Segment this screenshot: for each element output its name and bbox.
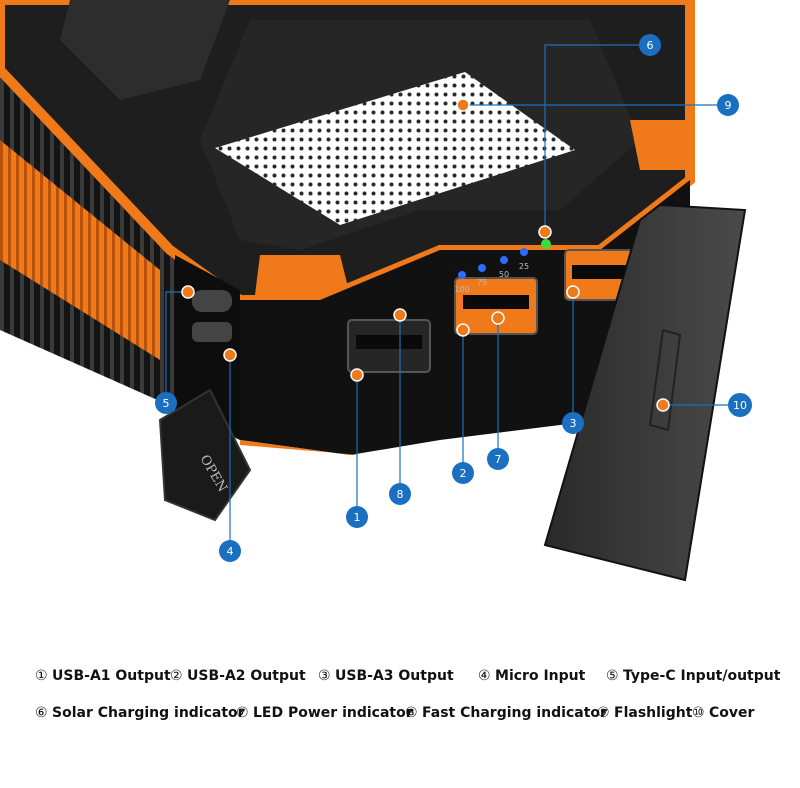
legend-item-2: ② USB-A2 Output [170, 668, 306, 684]
hotspot-6 [538, 225, 552, 239]
led-25 [520, 248, 528, 256]
port-flap: OPEN [158, 388, 252, 522]
legend-item-8: ⑧ Fast Charging indicator [405, 705, 607, 721]
callout-badge-10: 10 [728, 393, 752, 417]
hotspot-9 [456, 98, 470, 112]
legend-item-10: ⑩ Cover [692, 705, 754, 721]
callout-num-6: 6 [647, 39, 654, 52]
legend-label-4: Micro Input [495, 668, 586, 684]
legend-label-7: LED Power indicator [253, 705, 413, 721]
legend-label-3: USB-A3 Output [335, 668, 454, 684]
led-75 [478, 264, 486, 272]
legend-row-1: ① USB-A1 Output ② USB-A2 Output ③ USB-A3… [0, 668, 800, 692]
callout-num-5: 5 [163, 397, 170, 410]
legend-label-10: Cover [709, 705, 755, 721]
legend-marker-2: ② [170, 668, 183, 684]
legend-label-1: USB-A1 Output [52, 668, 171, 684]
legend-marker-4: ④ [478, 668, 491, 684]
hotspot-4 [223, 348, 237, 362]
callout-num-1: 1 [354, 511, 361, 524]
side-port-panel [175, 255, 240, 440]
flashlight-panel [215, 72, 575, 225]
legend-marker-5: ⑤ [606, 668, 619, 684]
side-grip [0, 70, 180, 410]
power-bank-photo: 100 75 50 25 OPEN [0, 0, 752, 582]
led-solar [541, 239, 551, 249]
callout-badge-3: 3 [562, 412, 584, 434]
legend-item-3: ③ USB-A3 Output [318, 668, 454, 684]
legend-marker-8: ⑧ [405, 705, 418, 721]
callout-badge-5: 5 [155, 392, 177, 414]
legend-label-8: Fast Charging indicator [422, 705, 607, 721]
usb-port-a1 [347, 319, 431, 373]
legend-label-6: Solar Charging indicator [52, 705, 245, 721]
led-100 [458, 271, 466, 279]
hotspot-1 [350, 368, 364, 382]
hotspot-2 [456, 323, 470, 337]
legend-marker-6: ⑥ [35, 705, 48, 721]
legend-marker-9: ⑨ [597, 705, 610, 721]
hotspot-8 [393, 308, 407, 322]
legend-label-5: Type-C Input/output [623, 668, 781, 684]
callout-badge-6: 6 [639, 34, 661, 56]
led-indicators: 100 75 50 25 [454, 239, 551, 294]
led-label-50: 50 [499, 270, 509, 279]
callout-num-10: 10 [733, 399, 747, 412]
callout-num-3: 3 [570, 417, 577, 430]
led-label-75: 75 [477, 278, 487, 287]
callout-num-4: 4 [227, 545, 234, 558]
callout-badge-1: 1 [346, 506, 368, 528]
led-label-25: 25 [519, 262, 529, 271]
cover-flap [543, 203, 747, 582]
callout-badge-9: 9 [717, 94, 739, 116]
callout-badge-8: 8 [389, 483, 411, 505]
callout-badge-2: 2 [452, 462, 474, 484]
led-50 [500, 256, 508, 264]
legend-row-2: ⑥ Solar Charging indicator ⑦ LED Power i… [0, 705, 800, 729]
legend-marker-3: ③ [318, 668, 331, 684]
legend-item-1: ① USB-A1 Output [35, 668, 171, 684]
hotspot-5 [181, 285, 195, 299]
legend-label-9: Flashlight [614, 705, 693, 721]
hotspot-3 [566, 285, 580, 299]
usb-port-a2 [454, 277, 538, 335]
callout-num-9: 9 [725, 99, 732, 112]
legend-item-7: ⑦ LED Power indicator [236, 705, 413, 721]
callout-badge-7: 7 [487, 448, 509, 470]
led-label-100: 100 [454, 285, 469, 294]
callout-num-7: 7 [495, 453, 502, 466]
callout-lines [165, 44, 738, 550]
callout-badges: 1 2 3 4 5 6 7 8 9 10 [155, 34, 752, 562]
hotspot-7 [491, 311, 505, 325]
hotspot-10 [656, 398, 670, 412]
corner-plate-left [255, 255, 350, 295]
corner-plate-right [630, 120, 690, 170]
legend-marker-1: ① [35, 668, 48, 684]
legend-item-4: ④ Micro Input [478, 668, 585, 684]
callout-hotspots [181, 98, 670, 412]
legend-item-5: ⑤ Type-C Input/output [606, 668, 780, 684]
legend-item-9: ⑨ Flashlight [597, 705, 692, 721]
legend-item-6: ⑥ Solar Charging indicator [35, 705, 245, 721]
legend-label-2: USB-A2 Output [187, 668, 306, 684]
callout-num-2: 2 [460, 467, 467, 480]
legend-marker-7: ⑦ [236, 705, 249, 721]
callout-badge-4: 4 [219, 540, 241, 562]
callout-num-8: 8 [397, 488, 404, 501]
type-c-port [192, 290, 232, 312]
micro-port [192, 322, 232, 342]
legend-marker-10: ⑩ [692, 705, 705, 721]
